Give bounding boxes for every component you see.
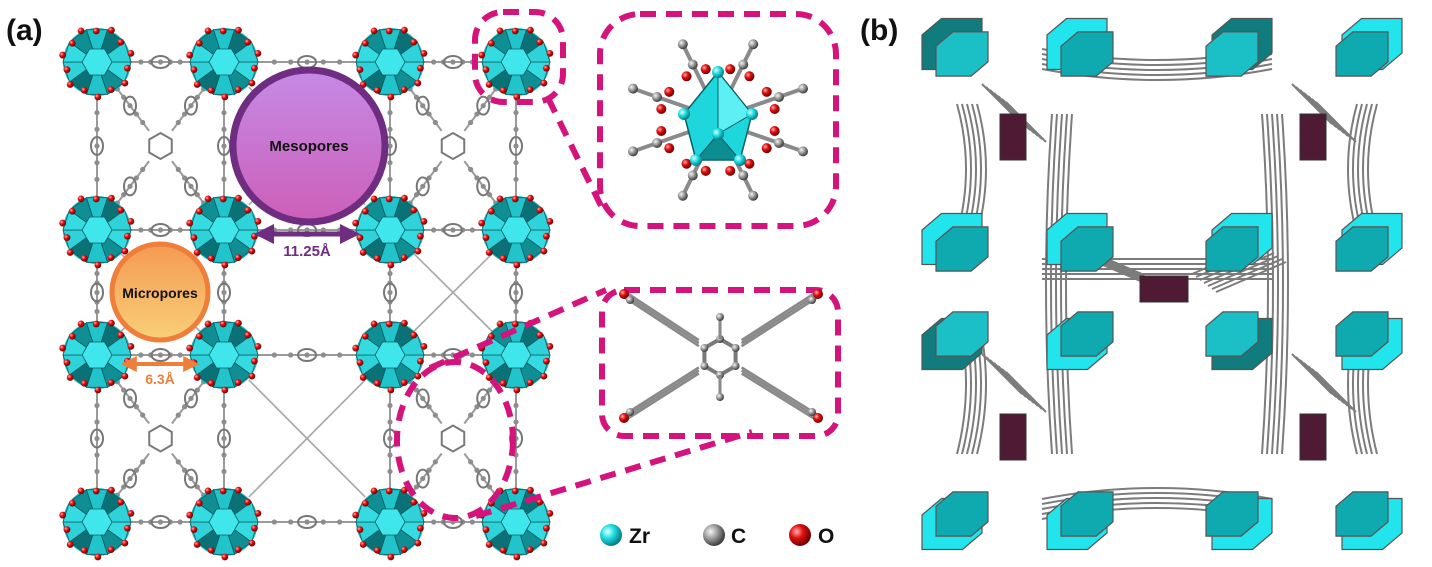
- linker-zoom-box: [599, 287, 841, 439]
- o-atom-icon: [789, 524, 811, 546]
- panel-a-label: (a): [6, 14, 43, 47]
- zr6-cluster-detail: [628, 39, 808, 201]
- legend-c: C: [731, 525, 746, 548]
- zr-atom-icon: [600, 524, 622, 546]
- mesopore-size: 11.25Å: [283, 243, 331, 260]
- linker-detail: [619, 289, 823, 423]
- c-atom-icon: [703, 524, 725, 546]
- linker-highlight-small: [394, 359, 516, 521]
- cluster-highlight-small: [472, 9, 566, 105]
- micropore-marker: Micropores 6.3Å: [109, 241, 211, 387]
- topology-nodes: [921, 17, 1403, 551]
- panel-b-label: (b): [860, 14, 899, 47]
- cluster-zoom-box: [597, 11, 839, 229]
- legend-zr: Zr: [629, 525, 650, 548]
- zr-cluster-grid: [59, 26, 554, 561]
- mesopore-label: Mesopores: [269, 138, 348, 155]
- panel-b-topology: [912, 14, 1424, 554]
- micropore-label: Micropores: [122, 285, 198, 301]
- highlight-outlines: [394, 9, 841, 521]
- legend-o: O: [818, 525, 834, 548]
- mesopore-marker: Mesopores 11.25Å: [229, 66, 389, 260]
- atom-legend: Zr C O: [600, 524, 834, 548]
- micropore-size: 6.3Å: [145, 371, 175, 387]
